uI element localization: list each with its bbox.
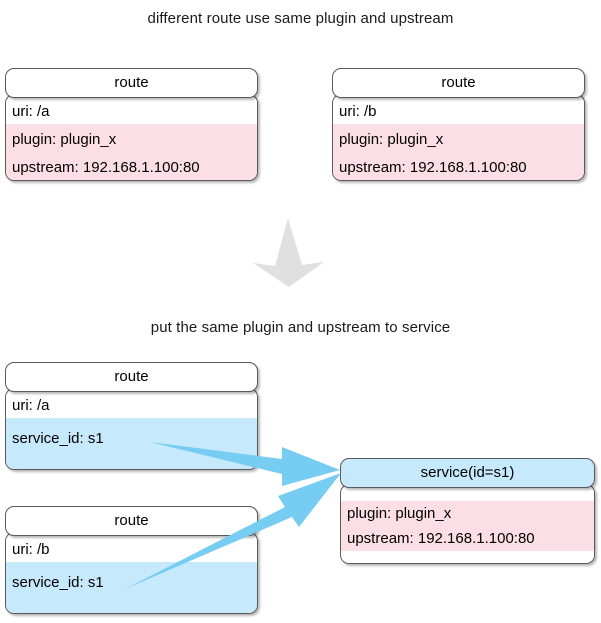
down-arrow-icon xyxy=(253,218,324,287)
service-node-top-pad xyxy=(341,489,594,501)
route-node-a-top: route uri: /a plugin: plugin_x upstream:… xyxy=(5,68,258,181)
route-node-b-bottom-row-uri: uri: /b xyxy=(6,537,257,562)
route-node-a-top-row-upstream: upstream: 192.168.1.100:80 xyxy=(6,152,257,180)
service-node-bottom-pad xyxy=(341,551,594,563)
route-node-b-top-header: route xyxy=(332,68,585,98)
bottom-section-caption: put the same plugin and upstream to serv… xyxy=(150,319,451,336)
service-node-body: plugin: plugin_x upstream: 192.168.1.100… xyxy=(340,484,595,564)
route-node-b-bottom-row-service-id: service_id: s1 xyxy=(6,562,257,613)
route-node-b-top-body: uri: /b plugin: plugin_x upstream: 192.1… xyxy=(332,94,585,181)
route-node-b-top-row-plugin: plugin: plugin_x xyxy=(333,124,584,152)
route-node-a-bottom: route uri: /a service_id: s1 xyxy=(5,362,258,470)
service-node-header: service(id=s1) xyxy=(340,458,595,488)
route-node-b-bottom: route uri: /b service_id: s1 xyxy=(5,506,258,614)
route-node-a-bottom-row-service-id: service_id: s1 xyxy=(6,418,257,469)
route-node-a-bottom-header: route xyxy=(5,362,258,392)
route-node-b-top-row-uri: uri: /b xyxy=(333,99,584,124)
route-node-b-top: route uri: /b plugin: plugin_x upstream:… xyxy=(332,68,585,181)
route-node-a-top-header: route xyxy=(5,68,258,98)
service-node-row-upstream: upstream: 192.168.1.100:80 xyxy=(341,526,594,551)
route-node-a-top-row-plugin: plugin: plugin_x xyxy=(6,124,257,152)
route-node-a-top-body: uri: /a plugin: plugin_x upstream: 192.1… xyxy=(5,94,258,181)
route-node-b-bottom-body: uri: /b service_id: s1 xyxy=(5,532,258,614)
route-node-a-top-row-uri: uri: /a xyxy=(6,99,257,124)
route-node-b-top-row-upstream: upstream: 192.168.1.100:80 xyxy=(333,152,584,180)
top-section-caption: different route use same plugin and upst… xyxy=(147,10,454,27)
service-node: service(id=s1) plugin: plugin_x upstream… xyxy=(340,458,595,564)
route-node-b-bottom-header: route xyxy=(5,506,258,536)
route-node-a-bottom-body: uri: /a service_id: s1 xyxy=(5,388,258,470)
route-node-a-bottom-row-uri: uri: /a xyxy=(6,393,257,418)
service-node-row-plugin: plugin: plugin_x xyxy=(341,501,594,526)
